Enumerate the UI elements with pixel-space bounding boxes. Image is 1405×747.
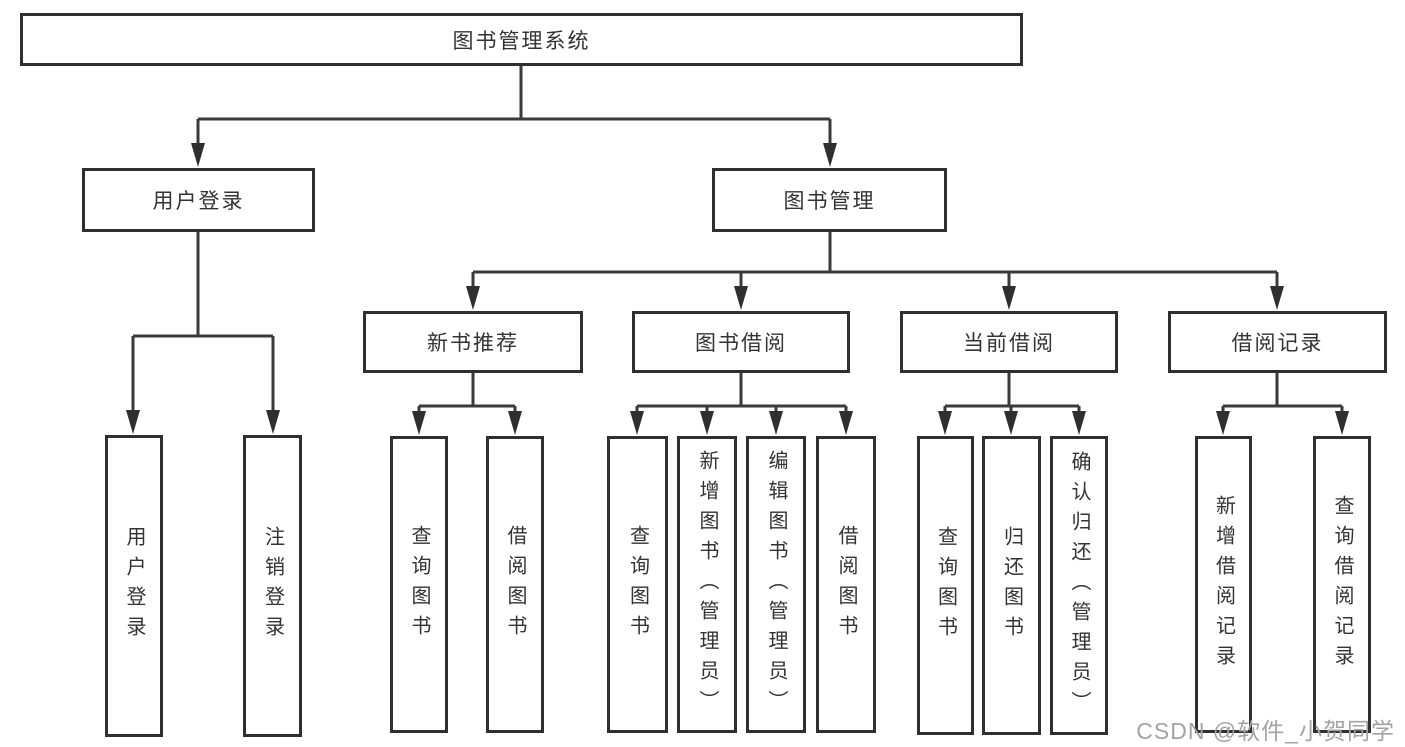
node-user-login-label: 用户登录 (152, 190, 245, 213)
leaf-query-books-2: 查询图书 (607, 436, 668, 733)
arrowheads (126, 143, 1349, 435)
leaf-add-books-admin: 新增图书（管理员） (677, 436, 737, 733)
node-current-borrowing: 当前借阅 (900, 311, 1118, 373)
node-book-management: 图书管理 (712, 168, 947, 232)
node-library-system-label: 图书管理系统 (452, 29, 591, 53)
csdn-watermark: CSDN @软件_小贺同学 (1136, 718, 1395, 744)
leaf-edit-books-admin: 编辑图书（管理员） (746, 436, 806, 733)
leaf-confirm-return-admin: 确认归还（管理员） (1050, 436, 1108, 735)
node-current-borrowing-label: 当前借阅 (963, 332, 1055, 355)
node-library-system: 图书管理系统 (20, 13, 1023, 66)
node-new-book-recommend: 新书推荐 (363, 311, 583, 373)
node-new-book-recommend-label: 新书推荐 (427, 332, 519, 355)
leaf-return-books: 归还图书 (982, 436, 1041, 735)
node-user-login: 用户登录 (82, 168, 315, 232)
leaf-query-books-3: 查询图书 (917, 436, 974, 735)
leaf-logout: 注销登录 (243, 435, 302, 737)
node-book-borrowing-label: 图书借阅 (695, 332, 787, 355)
node-book-management-label: 图书管理 (783, 190, 876, 213)
leaf-borrow-books-1: 借阅图书 (486, 436, 544, 733)
leaf-user-login: 用户登录 (105, 435, 163, 737)
node-borrowing-records-label: 借阅记录 (1231, 332, 1324, 355)
node-borrowing-records: 借阅记录 (1168, 311, 1387, 373)
leaf-query-borrow-record: 查询借阅记录 (1313, 436, 1371, 733)
leaf-add-borrow-record: 新增借阅记录 (1195, 436, 1252, 733)
leaf-query-books-1: 查询图书 (390, 436, 448, 733)
leaf-borrow-books-2: 借阅图书 (816, 436, 876, 733)
node-book-borrowing: 图书借阅 (632, 311, 850, 373)
